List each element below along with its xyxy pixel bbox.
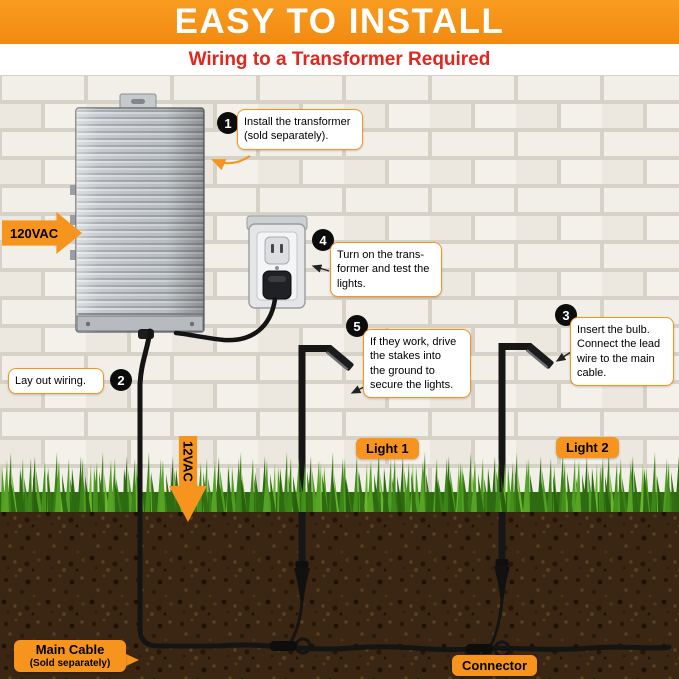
main-cable-line — [137, 328, 672, 653]
step-3-text: Insert the bulb. Connect the lead wire t… — [570, 317, 674, 387]
output-voltage-label: 12VAC — [180, 441, 196, 482]
step-5-text: If they work, drive the stakes into the … — [363, 329, 471, 399]
connector-2 — [466, 644, 493, 654]
main-cable-pointer — [126, 654, 139, 666]
light-1-tag: Light 1 — [356, 438, 419, 459]
step-2-text: Lay out wiring. — [8, 368, 104, 395]
outlet — [173, 215, 308, 343]
step-4-marker: 4 — [312, 229, 334, 251]
step3-pointer — [555, 351, 572, 362]
step-5-marker: 5 — [346, 315, 368, 337]
plug-cord — [173, 296, 278, 343]
page-title: EASY TO INSTALL — [174, 2, 505, 41]
main-cable-note: (Sold separately) — [29, 657, 111, 669]
step-2-marker: 2 — [110, 369, 132, 391]
step-1-marker: 1 — [217, 112, 239, 134]
page-subtitle: Wiring to a Transformer Required — [188, 48, 491, 70]
main-cable-tag: Main Cable (Sold separately) — [14, 640, 126, 672]
light2-stake — [494, 566, 510, 609]
light1-lead-wire — [288, 600, 304, 645]
wiring — [137, 328, 672, 658]
input-voltage-label: 120VAC — [10, 225, 59, 241]
grass — [0, 448, 679, 512]
light1-stake — [294, 568, 310, 611]
step-4-text: Turn on the trans- former and test the l… — [330, 242, 442, 297]
plug — [262, 270, 292, 300]
step-1-text: Install the transformer (sold separately… — [237, 109, 363, 150]
connector-tag: Connector — [452, 655, 537, 676]
main-cable-label: Main Cable — [35, 642, 105, 657]
step1-pointer — [211, 155, 251, 171]
outlet-socket — [264, 236, 290, 265]
transformer — [70, 93, 205, 339]
subtitle-banner: Wiring to a Transformer Required — [0, 44, 679, 75]
step4-pointer — [311, 264, 330, 273]
connector-1 — [270, 641, 297, 651]
light-2-tag: Light 2 — [556, 437, 619, 458]
header-banner: EASY TO INSTALL — [0, 0, 679, 44]
light2-lead-wire — [488, 598, 504, 649]
